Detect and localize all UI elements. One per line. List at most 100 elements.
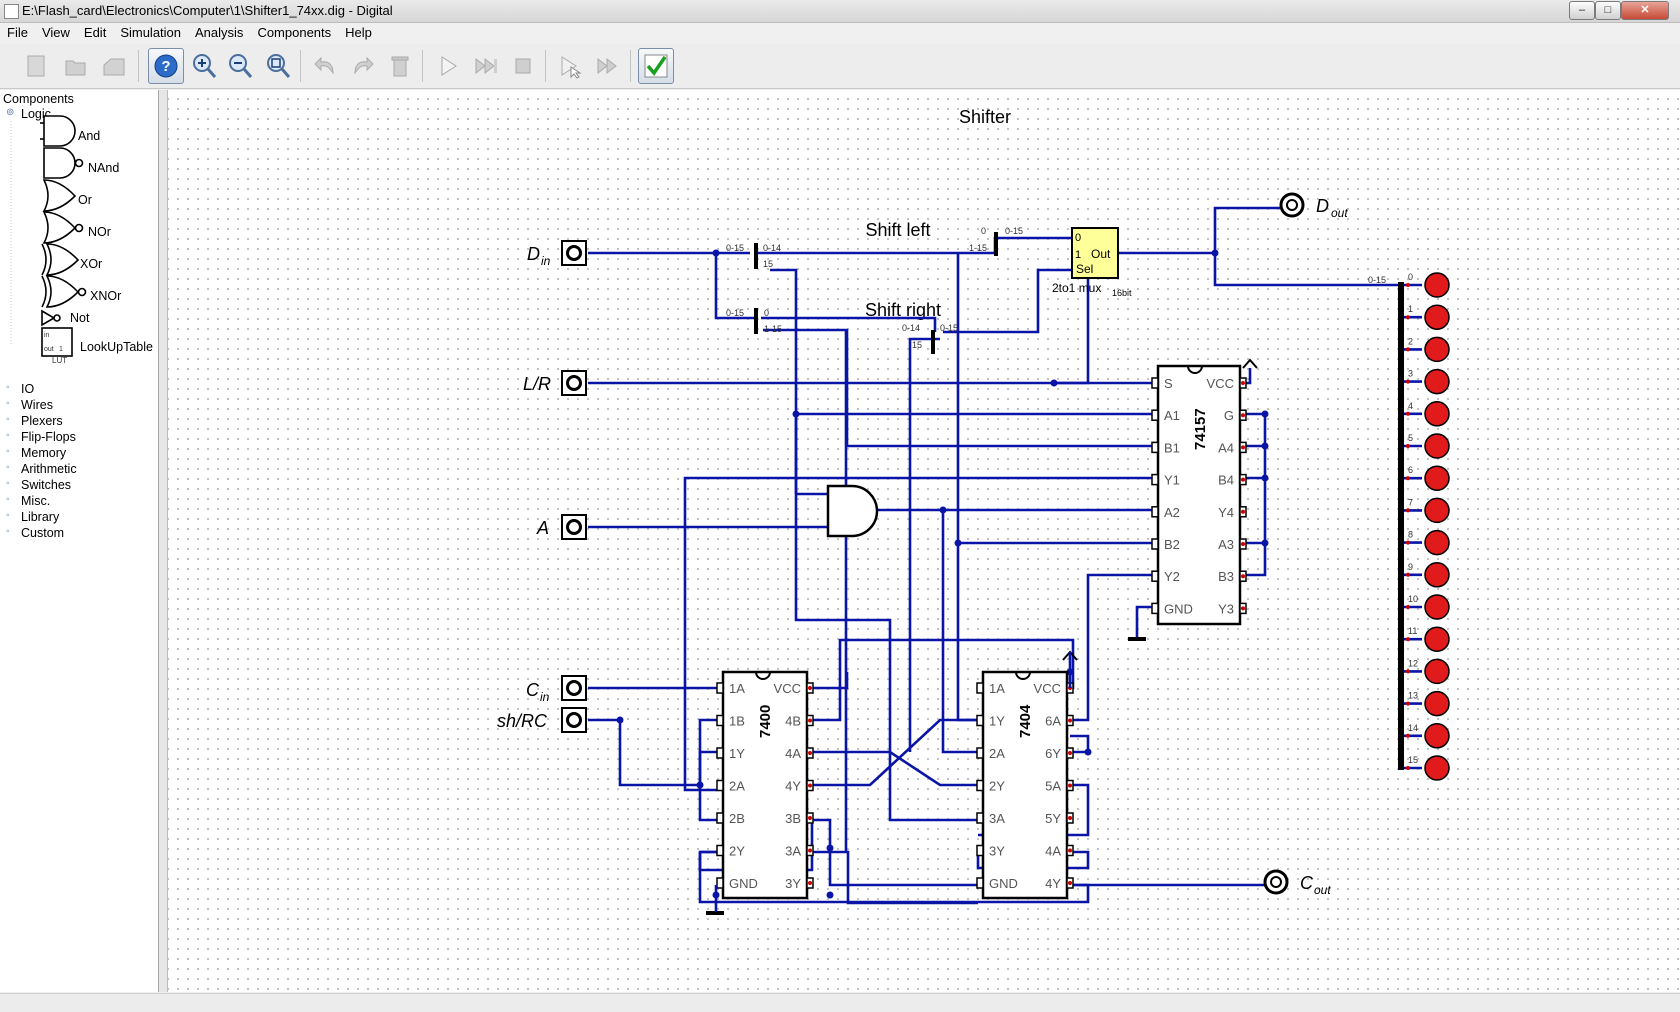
pin-label-3A: 3A — [989, 811, 1005, 826]
new-button[interactable] — [18, 48, 54, 84]
led-1 — [1424, 304, 1450, 330]
ground-7400 — [706, 911, 724, 915]
fast-run-button[interactable] — [590, 48, 626, 84]
tree-root[interactable]: Components — [3, 92, 74, 106]
menu-file[interactable]: File — [7, 25, 28, 40]
maximize-button[interactable]: □ — [1595, 1, 1621, 20]
pin-label-4A: 4A — [1045, 844, 1061, 859]
save-button[interactable] — [96, 48, 132, 84]
tree-group-io[interactable]: IO — [21, 382, 35, 396]
circuit-canvas[interactable]: .w{stroke:#0a14a6;stroke-width:2.6;fill:… — [168, 90, 1680, 992]
menu-components[interactable]: Components — [257, 25, 332, 40]
pin-label-A3: A3 — [1218, 537, 1234, 552]
tree-group-wires[interactable]: Wires — [21, 398, 53, 412]
mux-in1: 1 — [1075, 249, 1081, 261]
fit-button[interactable] — [260, 48, 296, 84]
delete-icon — [391, 56, 409, 77]
tree-group-library[interactable]: Library — [21, 510, 60, 524]
pin-label-B1: B1 — [1164, 440, 1180, 455]
chip-74157[interactable] — [1156, 364, 1242, 626]
pin-GND — [1151, 602, 1159, 615]
output-split-label: 0-15 — [1368, 275, 1386, 285]
not-gate-icon — [41, 309, 61, 327]
input-cin[interactable] — [561, 675, 587, 701]
tree-group-custom[interactable]: Custom — [21, 526, 65, 540]
tree-group-arithmetic[interactable]: Arithmetic — [21, 462, 77, 476]
tree-group-misc[interactable]: Misc. — [21, 494, 51, 508]
led-label-14: 14 — [1408, 723, 1418, 733]
pin-B2 — [1151, 538, 1159, 550]
help-button[interactable]: ? — [148, 48, 184, 84]
tree-item-nor[interactable]: NOr — [88, 225, 111, 239]
close-button[interactable]: ✕ — [1621, 1, 1669, 20]
fit-to-window-icon — [267, 54, 291, 78]
pin-label-3Y: 3Y — [989, 844, 1005, 859]
tree-group-flipflops[interactable]: Flip-Flops — [21, 430, 76, 444]
window-title: E:\Flash_card\Electronics\Computer\1\Shi… — [22, 3, 393, 18]
led-3 — [1424, 368, 1450, 395]
zoom-out-button[interactable] — [222, 48, 258, 84]
zoom-in-button[interactable] — [186, 48, 222, 84]
output-splitter — [1398, 282, 1404, 770]
led-4 — [1424, 401, 1450, 427]
delete-button[interactable] — [382, 48, 418, 84]
input-shrc[interactable] — [561, 707, 587, 733]
run-to-break-button[interactable] — [468, 48, 504, 84]
menu-analysis[interactable]: Analysis — [195, 25, 244, 40]
components-panel: Components ⊚ Logic And NAnd Or NOr XOr X… — [0, 90, 159, 992]
tree-group-plexers[interactable]: Plexers — [21, 414, 63, 428]
split-label-12: 1-15 — [969, 243, 987, 253]
panel-splitter[interactable] — [159, 90, 168, 992]
tree-item-lut[interactable]: LookUpTable — [80, 340, 153, 354]
led-label-4: 4 — [1408, 401, 1413, 411]
chip-7400[interactable] — [721, 670, 809, 900]
tree-item-and[interactable]: And — [78, 129, 101, 143]
pin-2Y — [716, 844, 724, 857]
lut-out-label: out — [44, 346, 54, 353]
led-13 — [1424, 690, 1450, 717]
xnor-gate-icon — [41, 275, 87, 308]
cout-sub: out — [1314, 883, 1331, 897]
led-label-3: 3 — [1408, 369, 1413, 379]
tree-item-or[interactable]: Or — [78, 193, 92, 207]
shift-left-label: Shift left — [865, 220, 930, 240]
pin-label-GND: GND — [729, 876, 758, 891]
open-button[interactable] — [58, 48, 94, 84]
mux-2to1[interactable] — [1071, 227, 1119, 279]
pin-Y2 — [1151, 570, 1159, 582]
menu-edit[interactable]: Edit — [83, 25, 107, 40]
input-din[interactable] — [561, 240, 587, 266]
analysis-check-button[interactable] — [638, 48, 674, 84]
minimize-button[interactable]: – — [1569, 1, 1595, 20]
undo-button[interactable] — [308, 48, 344, 84]
input-a[interactable] — [561, 514, 587, 540]
tree-item-xor[interactable]: XOr — [80, 257, 103, 271]
tree-toggle-logic[interactable]: ⊚ — [6, 107, 15, 118]
start-simulation-button[interactable] — [430, 48, 466, 84]
stop-button[interactable] — [505, 48, 541, 84]
tree-toggle-io[interactable]: ◦ — [6, 382, 10, 393]
redo-button[interactable] — [344, 48, 380, 84]
tree-item-not[interactable]: Not — [70, 311, 90, 325]
pin-label-A1: A1 — [1164, 408, 1180, 423]
and-gate[interactable] — [826, 484, 879, 538]
micro-step-button[interactable] — [552, 48, 588, 84]
menu-help[interactable]: Help — [345, 25, 372, 40]
pin-label-G: G — [1224, 408, 1234, 423]
analysis-check-icon — [644, 54, 668, 78]
pin-3A — [976, 812, 984, 824]
pin-label-1A: 1A — [729, 681, 745, 696]
ground-74157 — [1128, 637, 1146, 641]
pin-label-B2: B2 — [1164, 537, 1180, 552]
tree-group-memory[interactable]: Memory — [21, 446, 67, 460]
menu-simulation[interactable]: Simulation — [120, 25, 182, 40]
split-label-9: 15 — [912, 340, 922, 350]
menu-view[interactable]: View — [41, 25, 70, 40]
tree-item-xnor[interactable]: XNOr — [90, 289, 122, 303]
chip-7404[interactable] — [981, 670, 1069, 900]
tree-group-switches[interactable]: Switches — [21, 478, 72, 492]
split-label-3: 15 — [763, 259, 773, 269]
input-lr[interactable] — [561, 370, 587, 396]
tree-item-nand[interactable]: NAnd — [88, 161, 120, 175]
din-sub: in — [541, 254, 551, 268]
